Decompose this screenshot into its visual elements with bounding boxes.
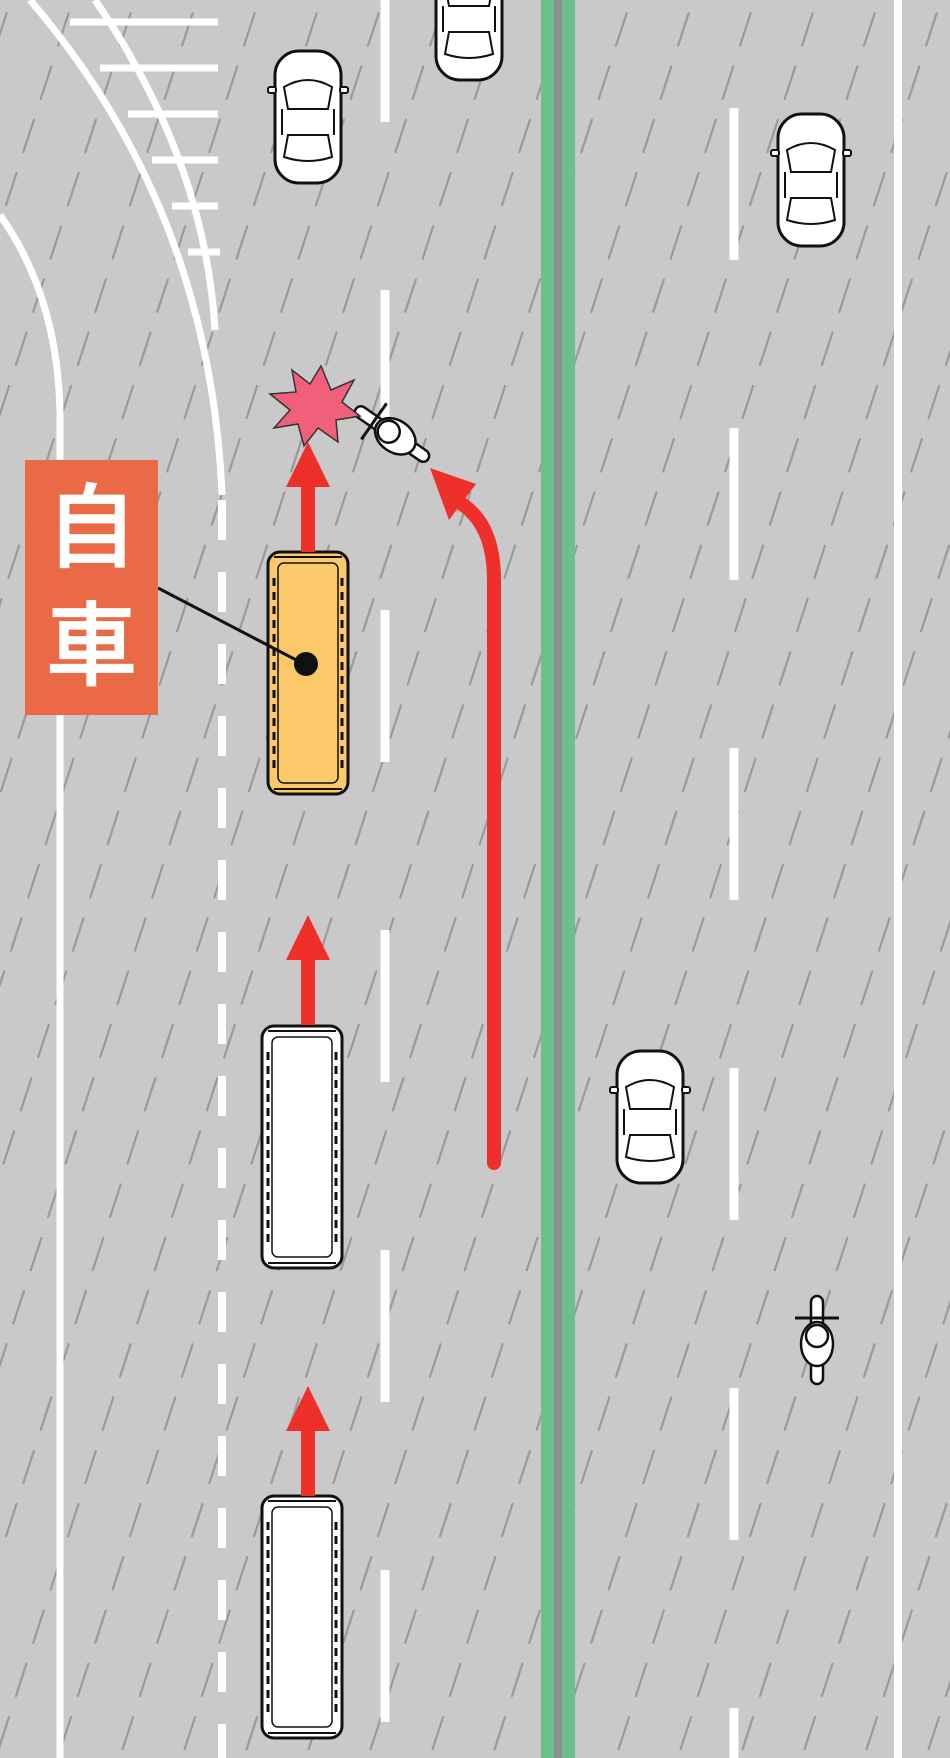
car-left-lane [266, 49, 350, 185]
rain-streak [56, 0, 633, 1758]
rain-streak [490, 348, 950, 1758]
collision-burst-icon [268, 364, 362, 448]
rain-streak [428, 158, 950, 1758]
rain-streak [0, 0, 323, 988]
arrow-bus-bottom-forward [286, 1386, 330, 1496]
median-strip [541, 0, 575, 1758]
rain-streak [0, 0, 571, 1749]
own-bus-marker-dot [294, 652, 318, 676]
rain-streak [552, 539, 950, 1758]
car-top-center [427, 0, 511, 82]
bus-bottom [260, 1494, 344, 1740]
arrow-bus-middle-forward [286, 915, 330, 1025]
rain-streak [0, 0, 447, 1369]
arrow-motorcycle-path [430, 468, 501, 1170]
arrow-own-bus-forward [286, 442, 330, 552]
ramp-hatching [70, 18, 220, 256]
label-leader-line [157, 586, 303, 665]
bus-middle [260, 1024, 344, 1270]
own-vehicle-label: 自 車 [25, 460, 158, 715]
own-vehicle-label-line1: 自 [46, 475, 137, 581]
rain-streak [366, 0, 943, 1758]
rain-streak [0, 0, 385, 1178]
own-vehicle-label-line2: 車 [46, 593, 137, 699]
car-right-top [769, 112, 853, 248]
rain-streak [304, 0, 881, 1758]
car-right-bottom [608, 1049, 692, 1185]
rain-streak [180, 0, 757, 1758]
rain-streak [242, 0, 819, 1758]
rain-streak [118, 0, 695, 1758]
